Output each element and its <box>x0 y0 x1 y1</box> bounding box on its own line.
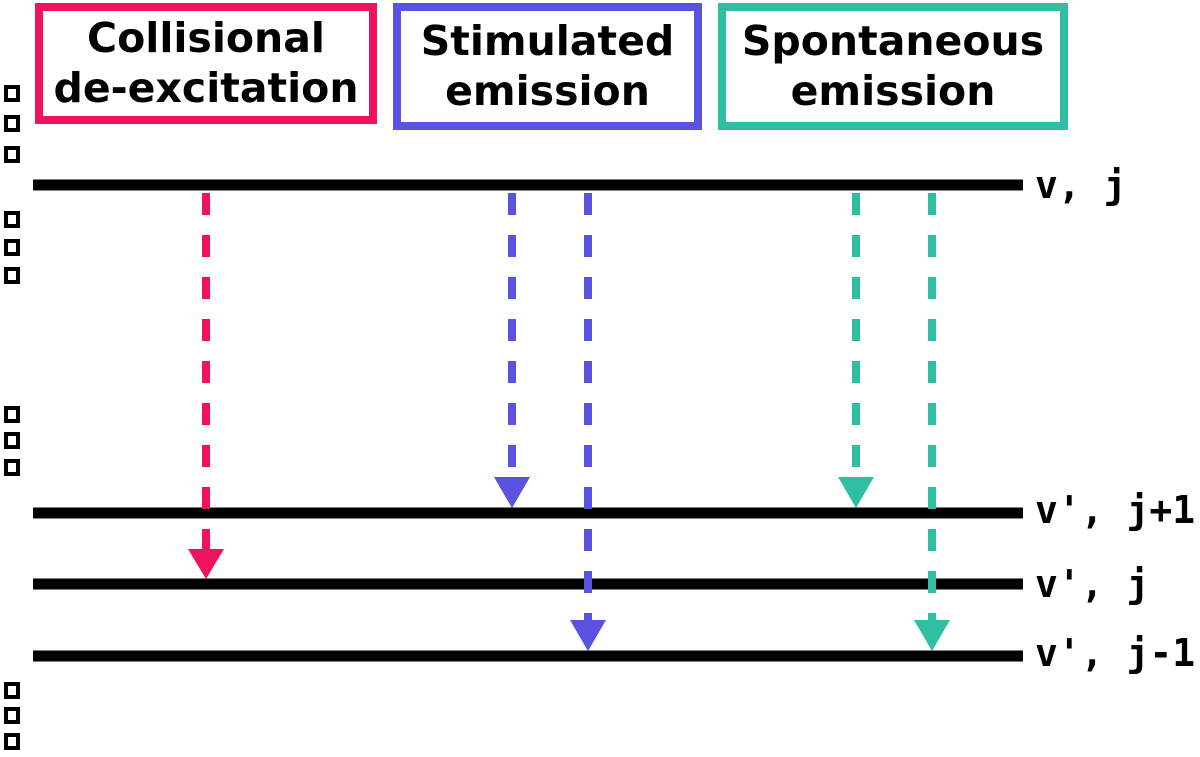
process-box-stimulated-emission: Stimulated emission <box>393 3 702 130</box>
missing-glyph-icon <box>4 406 20 423</box>
level-label-vprime-jminus1: v', j-1 <box>1035 631 1196 676</box>
level-label-vprime-jplus1: v', j+1 <box>1035 488 1196 533</box>
level-label-v-j: v, j <box>1035 163 1127 208</box>
missing-glyph-icon <box>4 146 20 163</box>
process-box-label: Collisional de-excitation <box>53 14 359 112</box>
stimulated-emission-arrowhead-icon <box>570 620 606 651</box>
process-box-spontaneous-emission: Spontaneous emission <box>718 3 1068 130</box>
missing-glyph-icon <box>4 733 20 750</box>
process-box-collisional-deexcitation: Collisional de-excitation <box>35 3 377 124</box>
spontaneous-emission-arrowhead-icon <box>914 620 950 651</box>
missing-glyph-icon <box>4 707 20 724</box>
missing-glyph-icon <box>4 115 20 132</box>
missing-glyph-icon <box>4 432 20 449</box>
process-box-label: Stimulated emission <box>420 17 675 115</box>
level-label-vprime-j: v', j <box>1035 562 1150 607</box>
missing-glyph-icon <box>4 682 20 699</box>
spontaneous-emission-arrowhead-icon <box>838 477 874 508</box>
stimulated-emission-arrowhead-icon <box>494 477 530 508</box>
missing-glyph-icon <box>4 211 20 228</box>
process-box-label: Spontaneous emission <box>741 17 1045 115</box>
missing-glyph-icon <box>4 85 20 102</box>
missing-glyph-icon <box>4 459 20 476</box>
collisional-deexcitation-arrowhead-icon <box>188 549 224 579</box>
missing-glyph-icon <box>4 267 20 284</box>
missing-glyph-icon <box>4 239 20 256</box>
